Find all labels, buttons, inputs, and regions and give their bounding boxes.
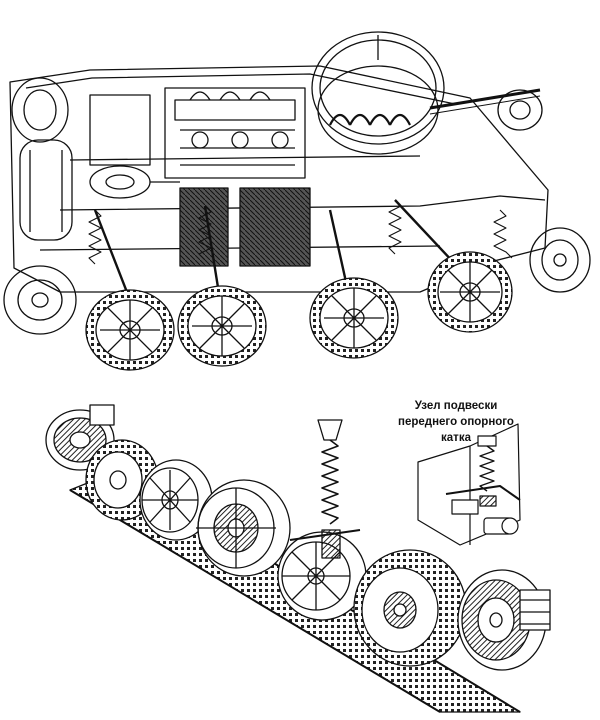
road-wheel-4	[427, 251, 513, 333]
callout-line-3: катка	[441, 432, 471, 444]
inset-spring	[477, 435, 497, 507]
callout-line-1: Узел подвески	[414, 400, 498, 412]
front-idler	[497, 89, 543, 131]
spring-strut	[289, 419, 361, 559]
track-wheel-5	[353, 549, 467, 667]
hull-upper-deck	[25, 73, 456, 105]
track-wheel-3	[196, 479, 291, 577]
road-wheels	[85, 251, 513, 371]
road-wheel-3	[309, 277, 399, 359]
tank-cutaway	[3, 31, 591, 371]
track-wheel-6	[457, 569, 551, 671]
front-wheel	[529, 227, 591, 293]
gun-barrel	[429, 88, 541, 115]
turret-ring	[311, 31, 445, 155]
rear-sprocket	[3, 265, 77, 335]
road-wheel-1	[85, 289, 175, 371]
suspension-springs	[88, 199, 513, 265]
transmission	[89, 94, 180, 199]
track-wheel-2	[139, 459, 213, 541]
running-gear-exploded	[45, 404, 551, 713]
callout-line-2: переднего опорного	[398, 416, 514, 428]
callout-label: Узел подвески переднего опорного катка	[386, 398, 526, 446]
exhaust-silencer	[11, 77, 73, 241]
front-wheel-suspension-inset	[417, 423, 521, 546]
drive-sprocket	[45, 404, 115, 471]
engine-block	[164, 87, 306, 179]
radiator-right	[239, 187, 311, 267]
road-wheel-2	[177, 285, 267, 367]
